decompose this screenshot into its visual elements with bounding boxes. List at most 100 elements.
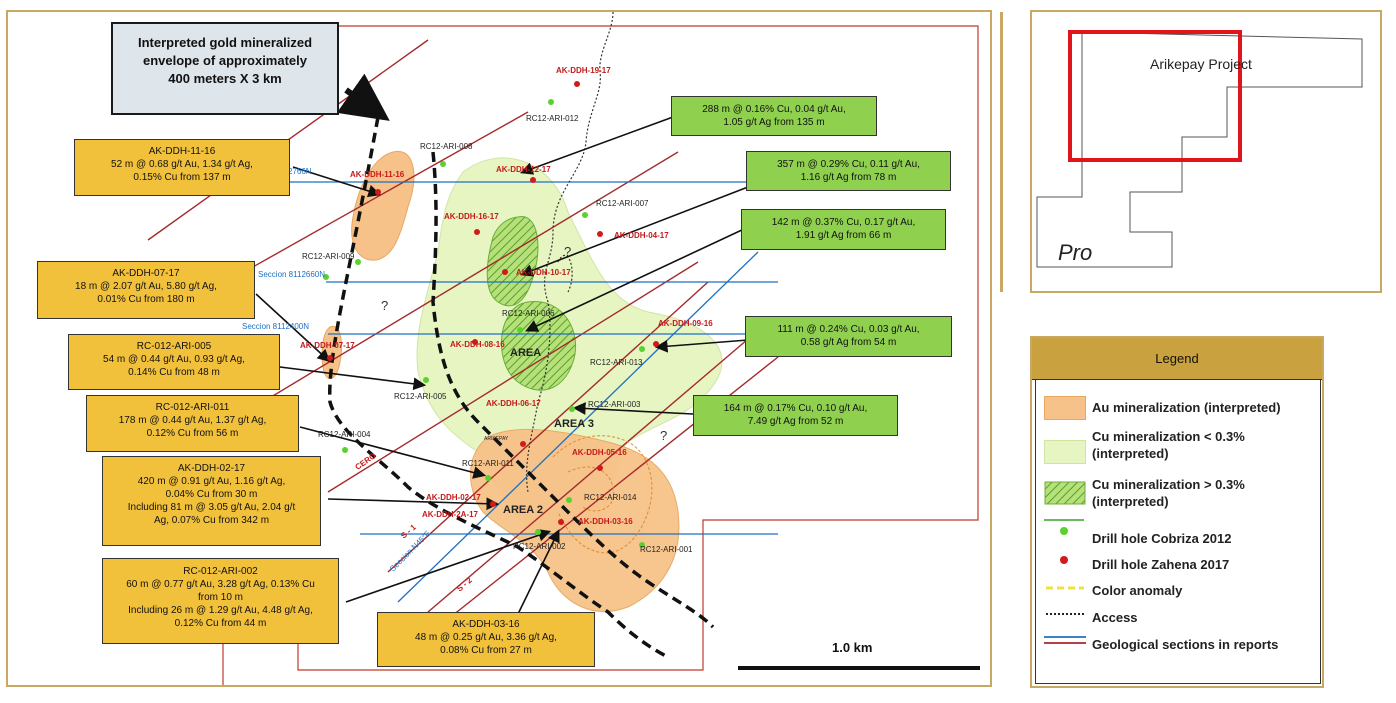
label-area: AREA — [510, 347, 542, 359]
callout-line: 420 m @ 0.91 g/t Au, 1.16 g/t Ag, — [137, 476, 286, 487]
callout-ak-ddh-11-16: AK-DDH-11-16 52 m @ 0.68 g/t Au, 1.34 g/… — [74, 139, 290, 196]
callout-line: 0.08% Cu from 27 m — [440, 645, 532, 656]
envelope-line-2: envelope of approximately — [143, 53, 307, 68]
inset-canvas — [1036, 30, 1363, 268]
label-section-8112400: Seccion 8112400N — [242, 322, 310, 331]
callout-line: AK-DDH-03-16 — [452, 619, 520, 630]
label-rc12-ari-009: RC12-ARI-009 — [302, 252, 355, 261]
divider-bar — [1000, 12, 1003, 292]
callout-line: 0.04% Cu from 30 m — [165, 489, 258, 500]
label-ak-ddh-02-17: AK-DDH-02-17 — [426, 493, 481, 502]
callout-line: 142 m @ 0.37% Cu, 0.17 g/t Au, — [771, 217, 916, 228]
callout-line: RC-012-ARI-005 — [136, 341, 212, 352]
callout-line: 18 m @ 2.07 g/t Au, 5.80 g/t Ag, — [75, 281, 217, 292]
legend-header: Legend — [1032, 338, 1322, 380]
envelope-arrow — [336, 73, 390, 121]
label-rc12-ari-004: RC12-ARI-004 — [318, 430, 371, 439]
label-section-2766: 2766N — [288, 167, 312, 176]
callout-line: 52 m @ 0.68 g/t Au, 1.34 g/t Ag, — [111, 159, 253, 170]
callout-line: Including 81 m @ 3.05 g/t Au, 2.04 g/t — [127, 502, 296, 513]
color-anomaly — [552, 435, 653, 554]
legend-cu-low-text: Cu mineralization < 0.3% (interpreted) — [1092, 429, 1245, 461]
label-area-3: AREA 3 — [554, 418, 594, 430]
label-ak-ddh-16-17: AK-DDH-16-17 — [444, 212, 499, 221]
callout-line: 0.12% Cu from 44 m — [174, 618, 267, 629]
callout-line: 288 m @ 0.16% Cu, 0.04 g/t Au, — [702, 104, 846, 115]
callout-line: 0.15% Cu from 137 m — [133, 172, 231, 183]
callout-line: 357 m @ 0.29% Cu, 0.11 g/t Au, — [777, 159, 920, 170]
legend-sections-text: Geological sections in reports — [1092, 637, 1279, 652]
legend-au-swatch — [1044, 396, 1086, 420]
legend-cobriza-symbol — [1044, 519, 1084, 535]
callout-line: 60 m @ 0.77 g/t Au, 3.28 g/t Ag, 0.13% C… — [126, 579, 315, 590]
callout-rc-012-ari-002: RC-012-ARI-002 60 m @ 0.77 g/t Au, 3.28 … — [102, 558, 339, 644]
inset-concession-outline — [1036, 31, 1363, 268]
label-rc12-ari-006: RC12-ARI-006 — [502, 309, 555, 318]
label-ak-ddh-08-16: AK-DDH-08-16 — [450, 340, 505, 349]
legend-title: Legend — [1155, 351, 1199, 366]
callout-line: Ag, 0.07% Cu from 342 m — [153, 515, 270, 526]
label-ak-ddh-05-16: AK-DDH-05-16 — [572, 448, 627, 457]
access-roads — [526, 12, 614, 493]
label-ak-ddh-07-17: AK-DDH-07-17 — [300, 341, 355, 350]
callout-line: RC-012-ARI-011 — [155, 402, 230, 413]
callout-line: 178 m @ 0.44 g/t Au, 1.37 g/t Ag, — [118, 415, 267, 426]
callout-line: 111 m @ 0.24% Cu, 0.03 g/t Au, — [777, 324, 920, 335]
callout-cu-142: 142 m @ 0.37% Cu, 0.17 g/t Au, 1.91 g/t … — [741, 209, 946, 250]
drill-holes-zahena — [327, 81, 659, 525]
legend-access-symbol — [1046, 613, 1084, 615]
callout-line: AK-DDH-07-17 — [112, 268, 180, 279]
label-rc12-ari-011: RC12-ARI-011 — [462, 459, 514, 468]
label-ak-ddh-10-17: AK-DDH-10-17 — [516, 268, 571, 277]
cu-high-zone-north — [486, 216, 539, 307]
legend-color-anomaly-text: Color anomaly — [1092, 583, 1183, 598]
callout-line: 1.91 g/t Ag from 66 m — [795, 230, 892, 241]
callout-cu-111: 111 m @ 0.24% Cu, 0.03 g/t Au, 0.58 g/t … — [745, 316, 952, 357]
label-rc12-ari-014: RC12-ARI-014 — [584, 493, 637, 502]
label-rc12-ari-002: RC12-ARI-002 — [513, 542, 566, 551]
inset-project-label: Arikepay Project — [1150, 56, 1252, 72]
legend-cu-high-swatch — [1044, 481, 1086, 505]
interpreted-envelope — [327, 116, 715, 659]
question-mark-1: ? — [381, 298, 389, 313]
callout-line: AK-DDH-02-17 — [177, 463, 246, 474]
callout-cu-164: 164 m @ 0.17% Cu, 0.10 g/t Au, 7.49 g/t … — [693, 395, 898, 436]
label-area-2: AREA 2 — [503, 504, 543, 516]
legend-au-text: Au mineralization (interpreted) — [1092, 400, 1281, 415]
label-section-8112660: Seccion 8112660N — [258, 270, 326, 279]
callout-line: 7.49 g/t Ag from 52 m — [747, 416, 844, 427]
legend-access-text: Access — [1092, 610, 1138, 625]
legend-zahena-symbol — [1060, 556, 1068, 564]
legend-zahena-text: Drill hole Zahena 2017 — [1092, 557, 1230, 572]
legend-sections-symbol — [1044, 636, 1086, 644]
label-rc12-ari-001: RC12-ARI-001 — [640, 545, 693, 554]
callout-rc-012-ari-011: RC-012-ARI-011 178 m @ 0.44 g/t Au, 1.37… — [86, 395, 299, 452]
envelope-line-1: Interpreted gold mineralized — [137, 35, 313, 50]
callout-line: 0.58 g/t Ag from 54 m — [800, 337, 897, 348]
envelope-callout: Interpreted gold mineralized envelope of… — [111, 22, 339, 115]
callout-cu-288: 288 m @ 0.16% Cu, 0.04 g/t Au, 1.05 g/t … — [671, 96, 877, 136]
callout-rc-012-ari-005: RC-012-ARI-005 54 m @ 0.44 g/t Au, 0.93 … — [68, 334, 280, 390]
callout-line: 0.14% Cu from 48 m — [128, 367, 220, 378]
label-rc12-ari-007: RC12-ARI-007 — [596, 199, 649, 208]
question-mark-3: ? — [660, 428, 668, 443]
label-ak-ddh-09-16: AK-DDH-09-16 — [658, 319, 713, 328]
label-ak-ddh-03-16: AK-DDH-03-16 — [578, 517, 633, 526]
label-ak-ddh-11-16: AK-DDH-11-16 — [350, 170, 405, 179]
label-ak-ddh-12-17: AK-DDH-12-17 — [496, 165, 551, 174]
callout-line: 1.16 g/t Ag from 78 m — [800, 172, 897, 183]
blue-section-lines — [283, 181, 778, 603]
label-ak-ddh-2a-17: AK-DDH-2A-17 — [422, 510, 479, 519]
envelope-line-3: 400 meters X 3 km — [168, 71, 282, 86]
label-arikepay-small: ARIKEPAY — [484, 436, 509, 442]
callout-ak-ddh-03-16: AK-DDH-03-16 48 m @ 0.25 g/t Au, 3.36 g/… — [377, 612, 595, 667]
drill-holes-cobriza — [323, 99, 645, 548]
callout-cu-357: 357 m @ 0.29% Cu, 0.11 g/t Au, 1.16 g/t … — [746, 151, 951, 191]
callout-line: AK-DDH-11-16 — [148, 146, 216, 157]
legend-color-anomaly-symbol — [1046, 586, 1084, 590]
callout-line: 48 m @ 0.25 g/t Au, 3.36 g/t Ag, — [415, 632, 557, 643]
callout-line: 1.05 g/t Ag from 135 m — [723, 117, 825, 128]
inset-focus-rectangle — [1068, 30, 1242, 162]
label-rc12-ari-003: RC12-ARI-003 — [588, 400, 641, 409]
callout-ak-ddh-07-17: AK-DDH-07-17 18 m @ 2.07 g/t Au, 5.80 g/… — [37, 261, 255, 319]
